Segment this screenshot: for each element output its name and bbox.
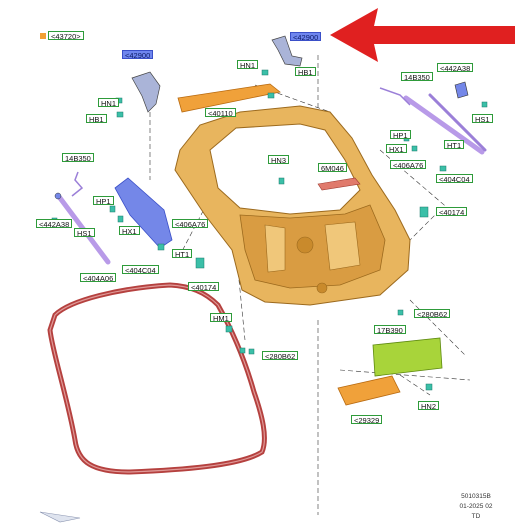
ref-404c04-right-label: <404C04 xyxy=(436,174,473,184)
ref-404c04-left-label: <404C04 xyxy=(122,265,159,275)
ref-29329-label: <29329 xyxy=(351,415,383,425)
ref-442a38-right-label: <442A38 xyxy=(437,63,474,73)
strut-14b350-left-label: 14B350 xyxy=(62,153,94,163)
handle-trim xyxy=(317,177,361,191)
ref-42900-left: <42900 xyxy=(122,50,154,60)
hb1-mid-label: HB1 xyxy=(295,67,316,77)
camera-module xyxy=(372,337,443,377)
hn1-mid-label: HN1 xyxy=(237,60,259,70)
footer-part-number: 5010315B xyxy=(461,493,491,500)
ref-42900-right: <42900 xyxy=(290,32,322,42)
legend-swatch xyxy=(40,33,46,39)
left-hinge-bracket xyxy=(131,71,161,113)
ht1-left-label: HT1 xyxy=(172,249,193,259)
cropped-part-edge xyxy=(39,511,81,523)
hp1-left-label: HP1 xyxy=(93,196,114,206)
spoiler xyxy=(177,83,281,113)
hp1-right-label: HP1 xyxy=(390,130,411,140)
top-hinge-bracket xyxy=(271,35,303,67)
ref-406a76-right-label: <406A76 xyxy=(390,160,427,170)
hb1-left-label: HB1 xyxy=(86,114,107,124)
ref-40174-left-label: <40174 xyxy=(188,282,220,292)
ref-280b62-right-label: <280B62 xyxy=(414,309,451,319)
hs1-right-label: HS1 xyxy=(472,114,493,124)
left-trim-bracket xyxy=(114,177,173,249)
left-gas-strut xyxy=(54,171,111,265)
ht1-right-label: HT1 xyxy=(444,140,465,150)
seal-ref-label: <404A06 xyxy=(80,273,117,283)
legend-code: <43720> xyxy=(48,31,84,41)
footer-code: TD xyxy=(471,513,481,520)
strut-14b350-right-label: 14B350 xyxy=(401,72,433,82)
ref-406a76-left-label: <406A76 xyxy=(172,219,209,229)
footer-date: 01-2025 02 xyxy=(459,503,493,510)
weatherstrip-seal xyxy=(47,282,267,475)
hx1-right-label: HX1 xyxy=(386,144,407,154)
hm1-label: HM1 xyxy=(210,313,232,323)
hx1-left-label: HX1 xyxy=(119,226,140,236)
ref-280b62-lower-label: <280B62 xyxy=(262,351,299,361)
license-lamp-bar xyxy=(337,375,401,406)
ref-40174-right-label: <40174 xyxy=(436,207,468,217)
ref-442a38-left-label: <442A38 xyxy=(36,219,73,229)
hn2-label: HN2 xyxy=(418,401,440,411)
liftgate-panel xyxy=(174,105,411,306)
part-17b390-label: 17B390 xyxy=(374,325,406,335)
hn1-left-label: HN1 xyxy=(98,98,120,108)
part-6m046-label: 6M046 xyxy=(318,163,347,173)
hs1-left-label: HS1 xyxy=(74,228,95,238)
hn3-label: HN3 xyxy=(268,155,290,165)
spoiler-ref-label: <40110 xyxy=(205,108,236,118)
right-gas-strut xyxy=(379,81,487,155)
highlight-arrow xyxy=(330,8,515,62)
